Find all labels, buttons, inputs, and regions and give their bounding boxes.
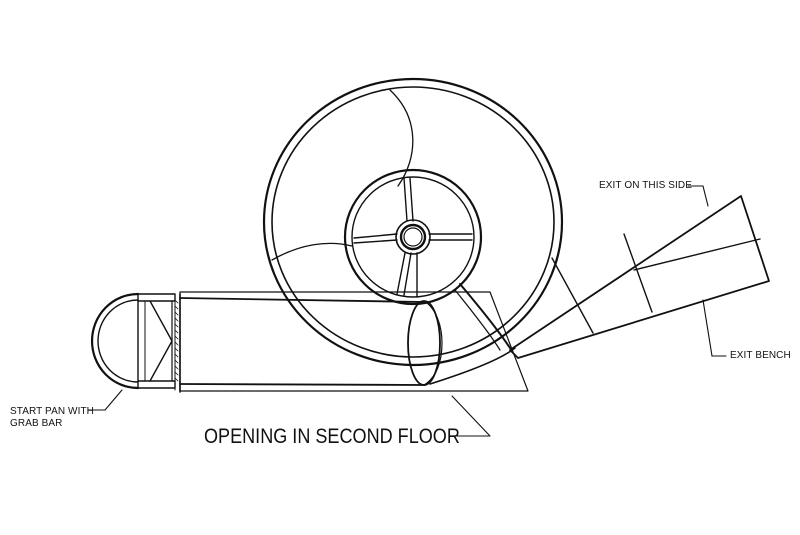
exit-side-label: EXIT ON THIS SIDE <box>599 180 693 191</box>
leader-exit-side <box>688 186 708 206</box>
start-pan-label-line2: GRAB BAR <box>10 418 63 429</box>
curved-transition <box>430 284 515 384</box>
start-pan-label: START PAN WITH GRAB BAR <box>10 406 94 430</box>
leader-start-pan <box>88 390 122 410</box>
spiral-seam-top <box>390 90 413 186</box>
exit-bench-label: EXIT BENCH <box>730 350 791 361</box>
leader-opening <box>452 396 490 436</box>
leader-exit-bench <box>703 300 726 356</box>
floor-opening-outline <box>180 292 528 391</box>
center-post <box>396 220 430 254</box>
center-spokes <box>354 178 472 297</box>
main-chute <box>175 294 442 392</box>
exit-chute <box>510 196 769 358</box>
spiral-inner-ring <box>345 170 481 304</box>
start-pan <box>92 294 178 388</box>
spiral-seam-left <box>272 243 352 260</box>
spiral-outer-ring <box>264 79 562 365</box>
start-pan-label-line1: START PAN WITH <box>10 406 94 417</box>
floor-opening-label: OPENING IN SECOND FLOOR <box>204 425 460 448</box>
